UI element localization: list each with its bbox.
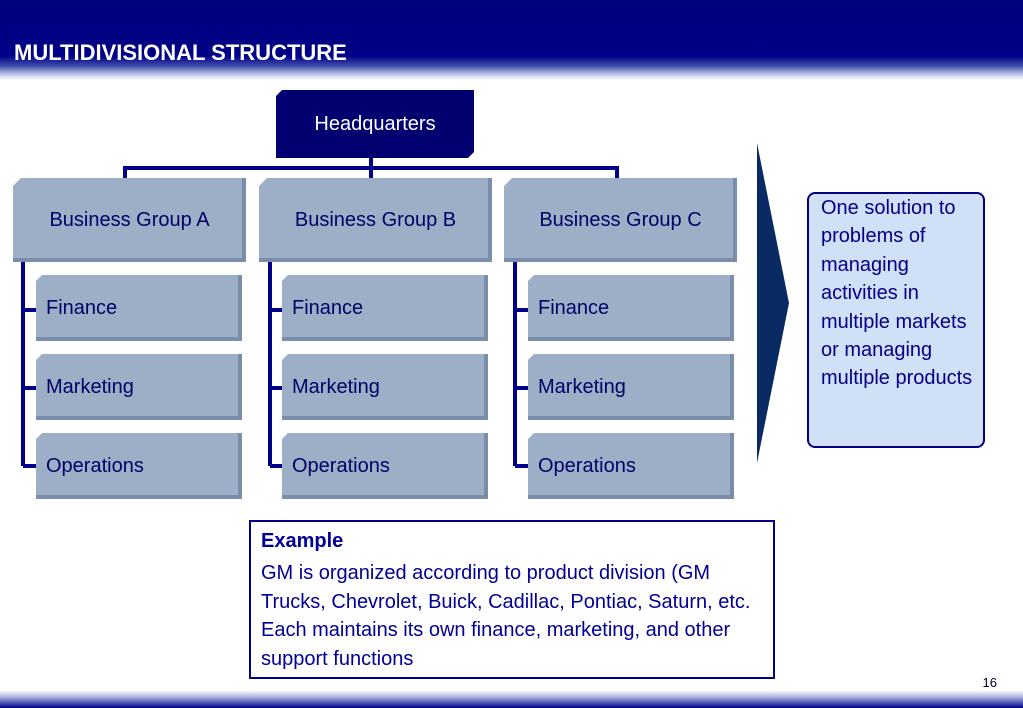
example-box: Example GM is organized according to pro… bbox=[249, 520, 775, 679]
group-c-finance: Finance bbox=[528, 275, 734, 341]
page-number: 16 bbox=[982, 675, 997, 690]
group-a-finance: Finance bbox=[36, 275, 242, 341]
business-group-c: Business Group C bbox=[504, 178, 737, 262]
headquarters-box: Headquarters bbox=[276, 90, 474, 158]
slide-title: MULTIDIVISIONAL STRUCTURE bbox=[14, 40, 347, 65]
group-c-bracket bbox=[513, 262, 530, 468]
callout-text: One solution to problems of managing act… bbox=[821, 197, 973, 390]
example-body: GM is organized according to product div… bbox=[261, 562, 751, 670]
group-c-marketing: Marketing bbox=[528, 354, 734, 420]
example-title: Example bbox=[261, 530, 344, 552]
group-b-finance: Finance bbox=[282, 275, 488, 341]
group-b-bracket bbox=[268, 262, 285, 468]
group-a-bracket bbox=[21, 262, 38, 468]
group-b-operations: Operations bbox=[282, 433, 488, 499]
title-bar: MULTIDIVISIONAL STRUCTURE bbox=[0, 0, 1023, 80]
group-c-operations: Operations bbox=[528, 433, 734, 499]
callout-box: One solution to problems of managing act… bbox=[807, 192, 985, 448]
business-group-a: Business Group A bbox=[13, 178, 246, 262]
group-b-marketing: Marketing bbox=[282, 354, 488, 420]
footer-bar bbox=[0, 690, 1023, 708]
group-a-marketing: Marketing bbox=[36, 354, 242, 420]
group-a-operations: Operations bbox=[36, 433, 242, 499]
business-group-b: Business Group B bbox=[259, 178, 492, 262]
hq-connector bbox=[123, 158, 619, 180]
